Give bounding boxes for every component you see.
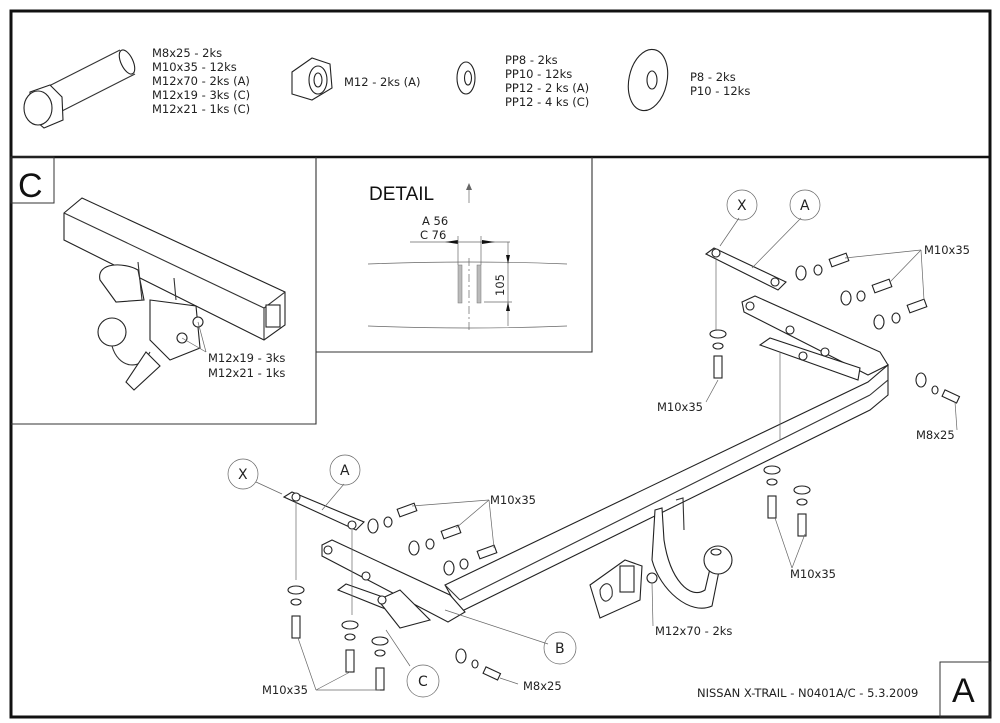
spring-washer-label-3: PP12 - 4 ks (C) <box>505 95 589 109</box>
sheet-variant-box <box>939 661 991 718</box>
flat-washer-label-1: P10 - 12ks <box>690 84 750 98</box>
bolt-label-4: M12x21 - 1ks (C) <box>152 102 250 116</box>
label-m10x35-right-lower: M10x35 <box>790 567 836 581</box>
flat-washer-label-0: P8 - 2ks <box>690 70 736 84</box>
leader-lines <box>255 217 958 691</box>
spring-washer-icon <box>456 61 476 95</box>
callout-circle-x-right <box>726 189 758 221</box>
label-m10x35-right-vertical: M10x35 <box>657 400 703 414</box>
callout-b: B <box>555 641 565 657</box>
callout-circle-x-left <box>227 458 259 490</box>
callout-c: C <box>418 674 428 690</box>
fasteners <box>287 252 961 691</box>
callout-a-left: A <box>340 463 350 479</box>
spring-washer-label-0: PP8 - 2ks <box>505 53 558 67</box>
callout-circle-c <box>406 664 440 698</box>
detail-drawing <box>367 236 568 332</box>
detail-dim-a: A 56 <box>422 214 448 228</box>
callout-circle-b <box>543 631 577 665</box>
callout-x-left: X <box>238 467 248 483</box>
towball-assembly <box>589 497 733 619</box>
spring-washer-label-1: PP10 - 12ks <box>505 67 572 81</box>
nut-label-0: M12 - 2ks (A) <box>344 75 420 89</box>
detail-frame <box>316 157 593 353</box>
sheet-variant-letter: A <box>952 672 975 710</box>
bolt-label-1: M10x35 - 12ks <box>152 60 237 74</box>
label-m8x25-left: M8x25 <box>523 679 562 693</box>
panel-c-label-1: M12x21 - 1ks <box>208 366 285 380</box>
up-arrow-icon <box>466 183 472 203</box>
left-mount-plate <box>282 491 365 615</box>
right-side-bracket <box>741 295 889 440</box>
panel-c-tag: C <box>18 167 43 205</box>
title-block-text: NISSAN X-TRAIL - N0401A/C - 5.3.2009 <box>697 686 918 700</box>
callout-circle-a-right <box>789 189 821 221</box>
label-m10x35-left-top: M10x35 <box>490 493 536 507</box>
panel-c-tag-box <box>10 156 55 204</box>
hex-nut-icon <box>291 57 333 101</box>
callout-a-right: A <box>800 198 810 214</box>
bolt-label-2: M12x70 - 2ks (A) <box>152 74 250 88</box>
hex-bolt-icon <box>23 49 136 129</box>
flat-washer-icon <box>627 48 669 112</box>
detail-height: 105 <box>493 274 507 296</box>
detail-dim-c: C 76 <box>420 228 446 242</box>
label-m8x25-right: M8x25 <box>916 428 955 442</box>
swan-neck-towbar-illustration <box>63 197 286 391</box>
callout-circle-a-left <box>329 454 361 486</box>
label-m10x35-left-lower: M10x35 <box>262 683 308 697</box>
label-m10x35-right-top: M10x35 <box>924 243 970 257</box>
panel-c-frame <box>11 157 317 425</box>
callout-x-right: X <box>737 198 747 214</box>
bolt-label-3: M12x19 - 3ks (C) <box>152 88 250 102</box>
sheet-frame <box>9 9 992 719</box>
panel-c-label-0: M12x19 - 3ks <box>208 351 285 365</box>
left-side-bracket <box>321 539 466 629</box>
spring-washer-label-2: PP12 - 2 ks (A) <box>505 81 589 95</box>
label-m12x70: M12x70 - 2ks <box>655 624 732 638</box>
right-mount-plate <box>704 247 787 330</box>
bolt-label-0: M8x25 - 2ks <box>152 46 222 60</box>
detail-title: DETAIL <box>369 184 434 205</box>
